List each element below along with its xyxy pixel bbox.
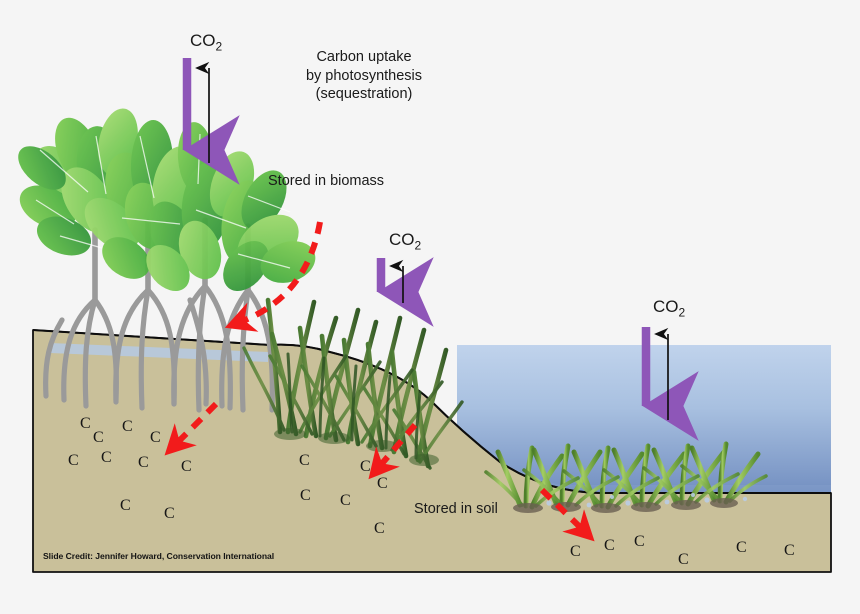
carbon-symbol-seagrass-soil: C — [678, 551, 689, 568]
co2-subscript: 2 — [215, 39, 223, 54]
carbon-symbol-seagrass-soil: C — [634, 533, 645, 550]
slide-credit: Slide Credit: Jennifer Howard, Conservat… — [43, 551, 275, 561]
uptake-line-2: by photosynthesis — [305, 67, 423, 84]
co2-subscript: 2 — [414, 238, 422, 253]
seagrass-flux-arrows — [641, 327, 699, 441]
carbon-symbol-mangrove-soil: C — [150, 429, 161, 446]
carbon-symbol-marsh-soil: C — [377, 475, 388, 492]
carbon-symbol-marsh-soil: C — [340, 492, 351, 509]
carbon-symbol-mangrove-soil: C — [68, 452, 79, 469]
carbon-symbol-seagrass-soil: C — [570, 543, 581, 560]
carbon-symbol-mangrove-soil: C — [93, 429, 104, 446]
co2-label-marsh: CO2 — [389, 229, 421, 254]
mangrove-flux-arrows — [182, 58, 240, 185]
carbon-symbol-marsh-soil: C — [374, 520, 385, 537]
carbon-symbol-mangrove-soil: C — [101, 449, 112, 466]
mangrove-prop-roots — [43, 283, 275, 413]
carbon-symbol-marsh-soil: C — [360, 458, 371, 475]
co2-label-mangrove: CO2 — [190, 30, 222, 55]
marsh-soil-burial-arrow — [368, 423, 418, 480]
co2-text: CO — [190, 31, 216, 50]
mangrove-shallow-water — [50, 343, 268, 362]
mangrove-canopy — [18, 108, 316, 292]
stored-in-biomass-label: Stored in biomass — [268, 173, 385, 189]
carbon-symbol-marsh-soil: C — [300, 487, 311, 504]
co2-subscript: 2 — [678, 305, 686, 320]
carbon-symbol-mangrove-soil: C — [122, 418, 133, 435]
carbon-symbol-seagrass-soil: C — [736, 539, 747, 556]
carbon-symbol-mangrove-soil: C — [80, 415, 91, 432]
co2-label-seagrass: CO2 — [653, 296, 685, 321]
carbon-symbol-mangrove-soil: C — [181, 458, 192, 475]
stored-in-soil-label: Stored in soil — [414, 501, 498, 517]
carbon-symbol-mangrove-soil: C — [138, 454, 149, 471]
mangrove-soil-burial-arrow — [164, 401, 219, 456]
carbon-symbol-marsh-soil: C — [299, 452, 310, 469]
mangrove-biomass-to-soil-arrow — [224, 221, 323, 332]
uptake-line-3: (sequestration) — [315, 86, 413, 103]
co2-text: CO — [653, 297, 679, 316]
carbon-uptake-caption: Carbon uptake by photosynthesis (sequestra… — [266, 48, 462, 104]
carbon-symbol-mangrove-soil: C — [120, 497, 131, 514]
marsh-flux-arrows — [376, 257, 434, 327]
co2-text: CO — [389, 230, 415, 249]
carbon-symbol-mangrove-soil: C — [164, 505, 175, 522]
carbon-symbol-seagrass-soil: C — [604, 537, 615, 554]
transfer-arrows — [164, 221, 595, 542]
uptake-line-1: Carbon uptake — [316, 49, 412, 65]
carbon-symbol-seagrass-soil: C — [784, 542, 795, 559]
seagrass-soil-burial-arrow — [539, 487, 595, 542]
